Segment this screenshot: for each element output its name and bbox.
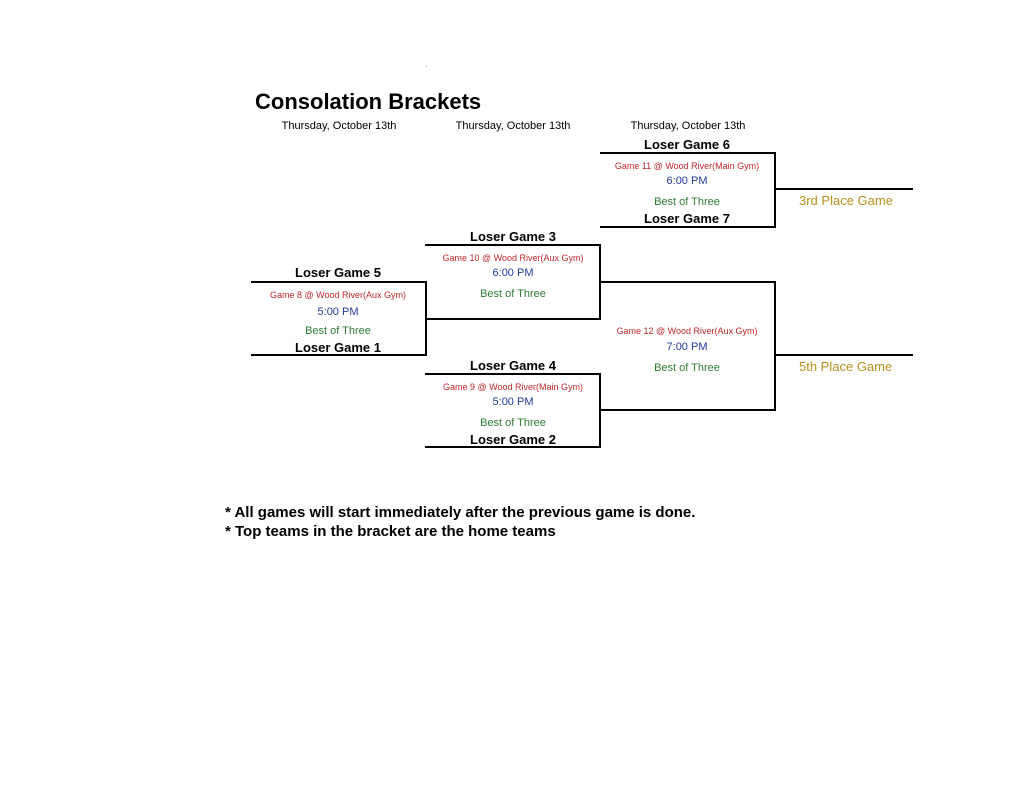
r1-time: 5:00 PM — [317, 306, 359, 318]
r3t-format: Best of Three — [654, 196, 720, 208]
r2t-format: Best of Three — [480, 288, 546, 300]
r2b-format: Best of Three — [480, 417, 546, 429]
r3t-bottom-line — [600, 226, 776, 228]
fifth-place-line — [774, 354, 913, 356]
r2t-time: 6:00 PM — [492, 267, 534, 279]
r2b-advance-line — [599, 409, 776, 411]
r2b-time: 5:00 PM — [492, 396, 534, 408]
r3b-connector — [774, 281, 776, 411]
r1-advance-line — [425, 318, 601, 320]
third-place-label: 3rd Place Game — [799, 193, 893, 208]
r2b-top-line — [425, 373, 601, 375]
note-start-time: * All games will start immediately after… — [225, 504, 696, 521]
r2b-top-team: Loser Game 4 — [470, 358, 556, 373]
r3t-bottom-team: Loser Game 7 — [644, 211, 730, 226]
note-home-teams: * Top teams in the bracket are the home … — [225, 523, 556, 540]
stray-mark: · — [425, 62, 428, 71]
r2t-venue: Game 10 @ Wood River(Aux Gym) — [442, 253, 584, 263]
round2-date: Thursday, October 13th — [455, 120, 571, 132]
r2t-top-team: Loser Game 3 — [470, 229, 556, 244]
r3t-top-team: Loser Game 6 — [644, 137, 730, 152]
r1-bottom-team: Loser Game 1 — [295, 340, 381, 355]
r3t-top-line — [600, 152, 776, 154]
r2t-top-line — [425, 244, 601, 246]
r1-top-line — [251, 281, 427, 283]
r2b-bottom-team: Loser Game 2 — [470, 432, 556, 447]
page-title: Consolation Brackets — [255, 89, 482, 114]
third-place-line — [774, 188, 913, 190]
round1-date: Thursday, October 13th — [281, 120, 397, 132]
fifth-place-label: 5th Place Game — [799, 359, 893, 374]
r3t-venue: Game 11 @ Wood River(Main Gym) — [614, 161, 760, 171]
r1-top-team: Loser Game 5 — [295, 265, 381, 280]
r2b-bottom-line — [425, 446, 601, 448]
r2t-advance-line — [599, 281, 776, 283]
r3t-connector — [774, 152, 776, 228]
r2b-venue: Game 9 @ Wood River(Main Gym) — [442, 382, 583, 392]
r3b-venue: Game 12 @ Wood River(Aux Gym) — [616, 326, 758, 336]
r3t-time: 6:00 PM — [666, 175, 708, 187]
r1-bottom-line — [251, 354, 427, 356]
r3b-time: 7:00 PM — [666, 341, 708, 353]
r1-format: Best of Three — [305, 325, 371, 337]
r1-venue: Game 8 @ Wood River(Aux Gym) — [269, 290, 406, 300]
round3-date: Thursday, October 13th — [630, 120, 746, 132]
r3b-format: Best of Three — [654, 362, 720, 374]
